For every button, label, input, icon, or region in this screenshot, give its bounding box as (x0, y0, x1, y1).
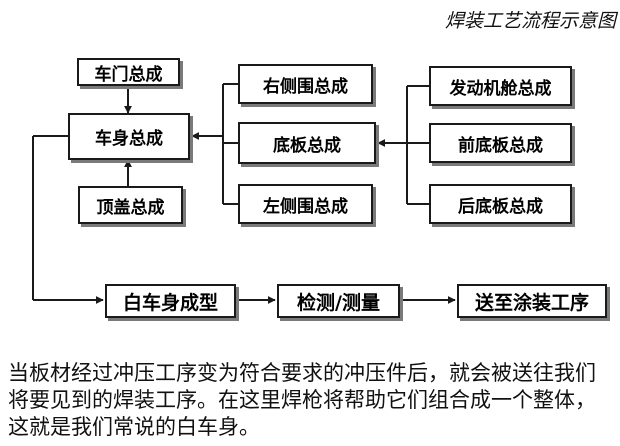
caption-text: 当板材经过冲压工序变为符合要求的冲压件后，就会被送往我们将要见到的焊装工序。在这… (8, 361, 596, 439)
node-body-in-white: 白车身成型 (105, 284, 236, 318)
node-roof-assembly: 顶盖总成 (78, 186, 183, 224)
node-engine-bay-assembly: 发动机舱总成 (429, 66, 572, 106)
node-body-assembly: 车身总成 (68, 113, 190, 160)
node-front-floor-assembly: 前底板总成 (429, 123, 572, 163)
node-door-assembly: 车门总成 (77, 58, 180, 86)
flow-connectors (32, 83, 456, 304)
node-rear-floor-assembly: 后底板总成 (429, 184, 572, 224)
node-inspection: 检测/测量 (277, 284, 400, 318)
node-left-side-assembly: 左侧围总成 (238, 184, 373, 224)
node-to-painting: 送至涂装工序 (457, 284, 607, 318)
node-right-side-assembly: 右侧围总成 (238, 64, 373, 104)
node-floor-assembly: 底板总成 (238, 122, 376, 164)
diagram-title: 焊装工艺流程示意图 (444, 10, 616, 32)
